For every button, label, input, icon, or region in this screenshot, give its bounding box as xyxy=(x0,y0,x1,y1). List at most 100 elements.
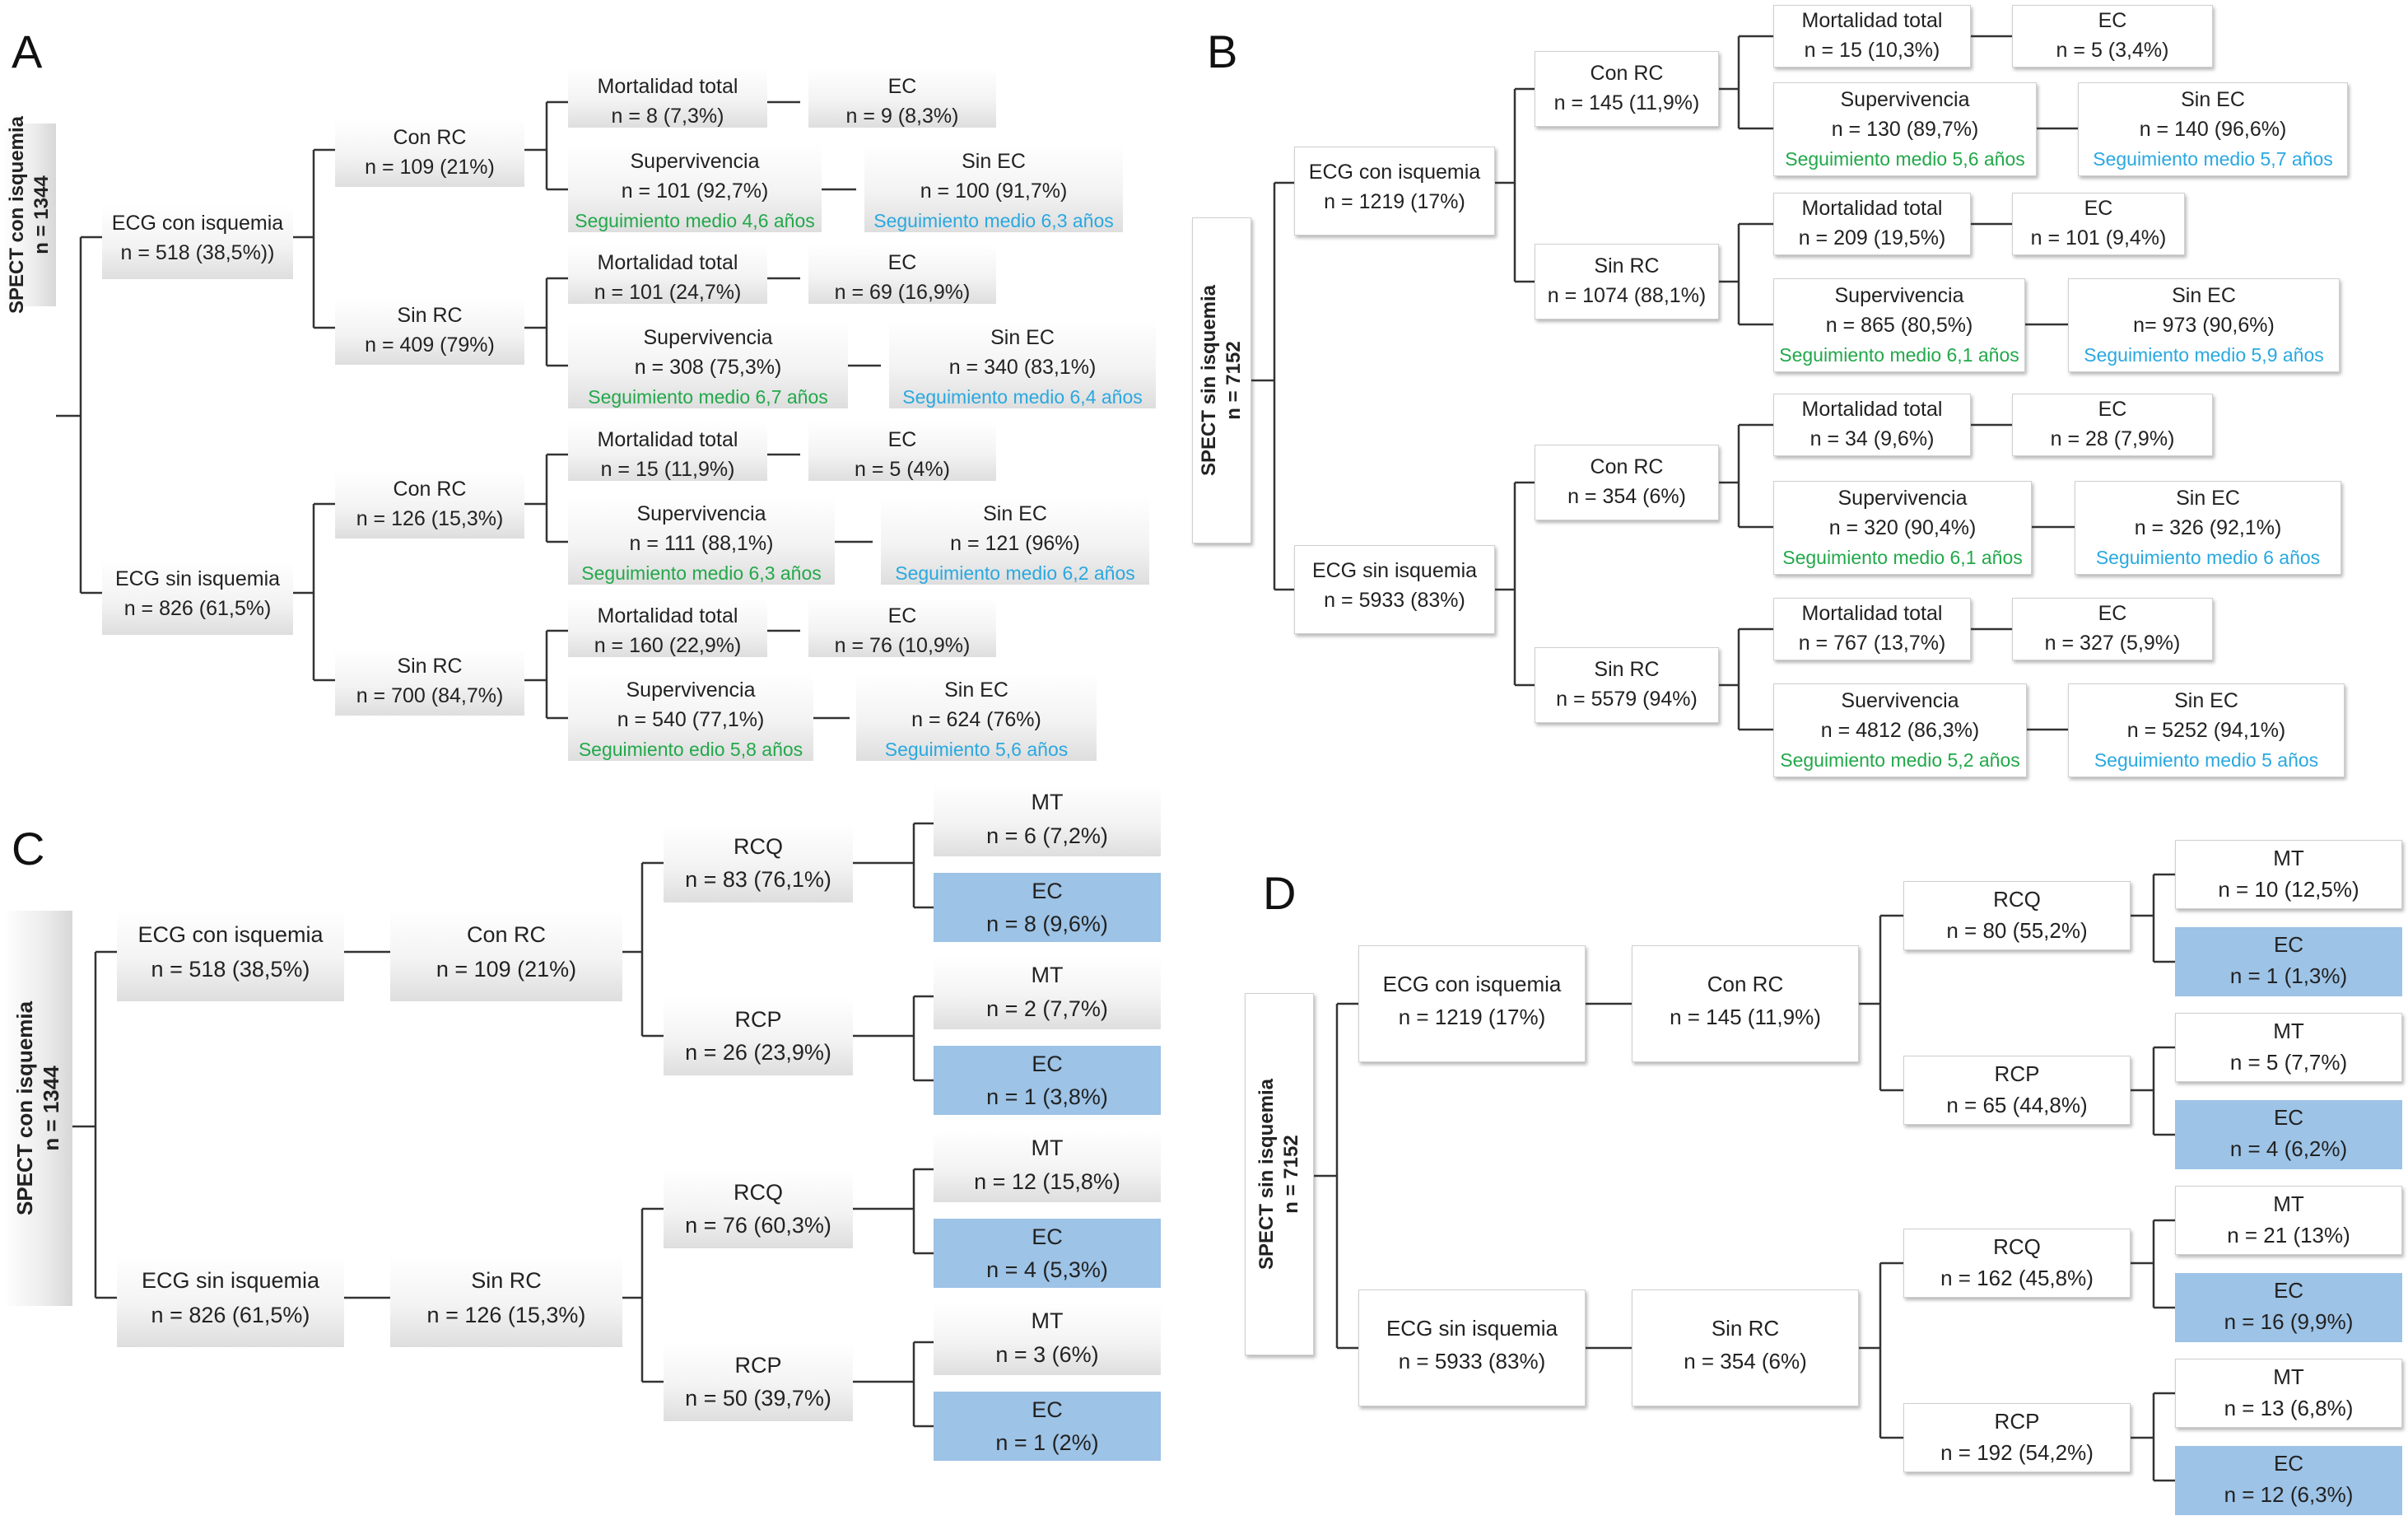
node-n: n = 1 (2%) xyxy=(995,1430,1099,1455)
node-n: n = 162 (45,8%) xyxy=(1940,1266,2094,1290)
panel-a-rc-node: Sin RC n = 700 (84,7%) xyxy=(335,648,524,716)
node-title: MT xyxy=(2273,1192,2304,1216)
node-n: n = 518 (38,5%)) xyxy=(120,241,275,264)
followup-text: Seguimiento medio 5,9 años xyxy=(2084,344,2324,366)
node-n: n = 320 (90,4%) xyxy=(1828,516,1977,539)
node-n: n = 100 (91,7%) xyxy=(920,180,1068,203)
node-title: ECG con isquemia xyxy=(111,212,284,235)
node-n: n = 34 (9,6%) xyxy=(1809,427,1935,450)
node-title: EC xyxy=(1032,879,1063,903)
node-title: Supervivencia xyxy=(1840,88,1970,111)
node-n: n = 101 (24,7%) xyxy=(594,281,742,304)
node-title: Mortalidad total xyxy=(1801,197,1943,220)
node-n: n = 624 (76%) xyxy=(911,708,1041,731)
followup-text: Seguimiento medio 6,3 años xyxy=(873,210,1114,231)
panel-a-mort-node: Mortalidad total n = 160 (22,9%) xyxy=(568,598,767,657)
node-n: n = 767 (13,7%) xyxy=(1798,632,1946,655)
node-title: Sin EC xyxy=(2174,689,2238,712)
node-n: n = 308 (75,3%) xyxy=(634,356,782,379)
node-n: n = 101 (9,4%) xyxy=(2030,226,2167,250)
node-title: EC xyxy=(2098,9,2127,32)
node-title: RCP xyxy=(1994,1061,2040,1086)
node-n: n = 9 (8,3%) xyxy=(845,105,959,128)
node-title: Con RC xyxy=(466,922,547,947)
followup-text: Seguimiento medio 6,2 años xyxy=(895,562,1135,584)
followup-text: Seguimiento medio 6,1 años xyxy=(1782,547,2023,568)
panel-c-vessel-node: RCP n = 26 (23,9%) xyxy=(664,996,853,1075)
node-n: n = 4 (5,3%) xyxy=(986,1257,1108,1282)
node-n: n = 26 (23,9%) xyxy=(685,1040,831,1065)
node-title: ECG sin isquemia xyxy=(1386,1316,1558,1341)
node-title: ECG con isquemia xyxy=(137,922,324,947)
node-title: Sin EC xyxy=(962,150,1026,173)
node-title: Con RC xyxy=(393,126,467,149)
node-title: Sin EC xyxy=(990,326,1055,349)
followup-text: Seguimiento medio 5 años xyxy=(2094,749,2319,771)
node-title: Sin EC xyxy=(944,679,1008,702)
panel-label-a: A xyxy=(12,26,43,77)
node-title: ECG con isquemia xyxy=(1308,161,1481,184)
node-n: n = 8 (7,3%) xyxy=(611,105,724,128)
node-n: n = 145 (11,9%) xyxy=(1553,91,1700,114)
node-n: n= 973 (90,6%) xyxy=(2133,314,2275,337)
node-title: MT xyxy=(1031,1136,1064,1160)
node-n: n = 354 (6%) xyxy=(1567,485,1686,508)
panel-c-connectors xyxy=(72,822,934,1428)
node-title: MT xyxy=(2273,1364,2304,1389)
node-title: Supervivencia xyxy=(1837,487,1968,510)
panel-b-nec-node: Sin EC n= 973 (90,6%) Seguimiento medio 5,… xyxy=(2068,278,2340,372)
node-title: Sin RC xyxy=(397,655,463,678)
node-n: n = 28 (7,9%) xyxy=(2050,427,2175,450)
node-n: n = 12 (6,3%) xyxy=(2224,1482,2354,1507)
node-title: Mortalidad total xyxy=(597,251,738,274)
node-title: Supervivencia xyxy=(1834,284,1964,307)
node-title: Sin EC xyxy=(2172,284,2236,307)
node-title: Mortalidad total xyxy=(1801,9,1943,32)
node-title: MT xyxy=(1031,1308,1064,1333)
node-n: n = 5252 (94,1%) xyxy=(2126,719,2286,742)
panel-c-mt-node: MT n = 12 (15,8%) xyxy=(934,1130,1161,1202)
node-n: n = 121 (96%) xyxy=(950,532,1080,555)
node-n: n = 160 (22,9%) xyxy=(594,634,742,657)
panel-b-connectors xyxy=(1251,35,2078,731)
node-n: n = 700 (84,7%) xyxy=(356,684,504,707)
node-n: n = 327 (5,9%) xyxy=(2044,632,2181,655)
panel-a-connectors xyxy=(56,100,881,720)
followup-text: Seguimiento medio 6,4 años xyxy=(902,386,1143,408)
node-title: RCQ xyxy=(734,834,783,859)
node-title: Sin EC xyxy=(2181,88,2245,111)
panel-a-nec-node: Sin EC n = 100 (91,7%) Seguimiento medio 6… xyxy=(864,143,1123,232)
node-n: n = 12 (15,8%) xyxy=(974,1169,1120,1194)
node-title: Mortalidad total xyxy=(597,604,738,627)
node-title: RCP xyxy=(734,1007,782,1032)
